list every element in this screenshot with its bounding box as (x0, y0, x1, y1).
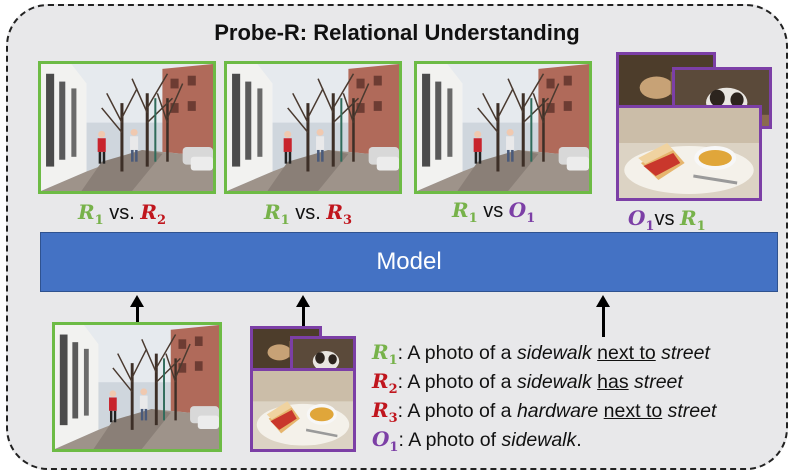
text-prompt-r3: R3: A photo of a hardware next to street (372, 398, 717, 426)
comparison-label: R1 vs. R2 (78, 200, 167, 228)
up-arrow (296, 295, 310, 329)
relation-image-r1 (224, 61, 402, 194)
text-prompt-o1: O1: A photo of sidewalk. (372, 427, 582, 455)
text-prompt-r2: R2: A photo of a sidewalk has street (372, 369, 683, 397)
food-photo (619, 108, 759, 198)
street-photo (227, 64, 399, 191)
relation-image-r1 (414, 61, 592, 194)
up-arrow (596, 295, 610, 337)
street-photo (55, 325, 219, 449)
comparison-label: O1vs R1 (628, 206, 706, 234)
comparison-label: R1 vs O1 (452, 198, 536, 226)
food-photo (253, 371, 353, 449)
street-photo (41, 64, 213, 191)
up-arrow (130, 295, 144, 325)
text-prompt-r1: R1: A photo of a sidewalk next to street (372, 340, 710, 368)
street-photo (417, 64, 589, 191)
relation-image-r1 (38, 61, 216, 194)
object-image-o1 (616, 105, 762, 201)
model-label: Model (376, 248, 442, 275)
diagram-title: Probe-R: Relational Understanding (214, 20, 580, 45)
comparison-label: R1 vs. R3 (264, 200, 353, 228)
input-object-food (250, 368, 356, 452)
input-image-street (52, 322, 222, 452)
model-box: Model (40, 232, 778, 292)
